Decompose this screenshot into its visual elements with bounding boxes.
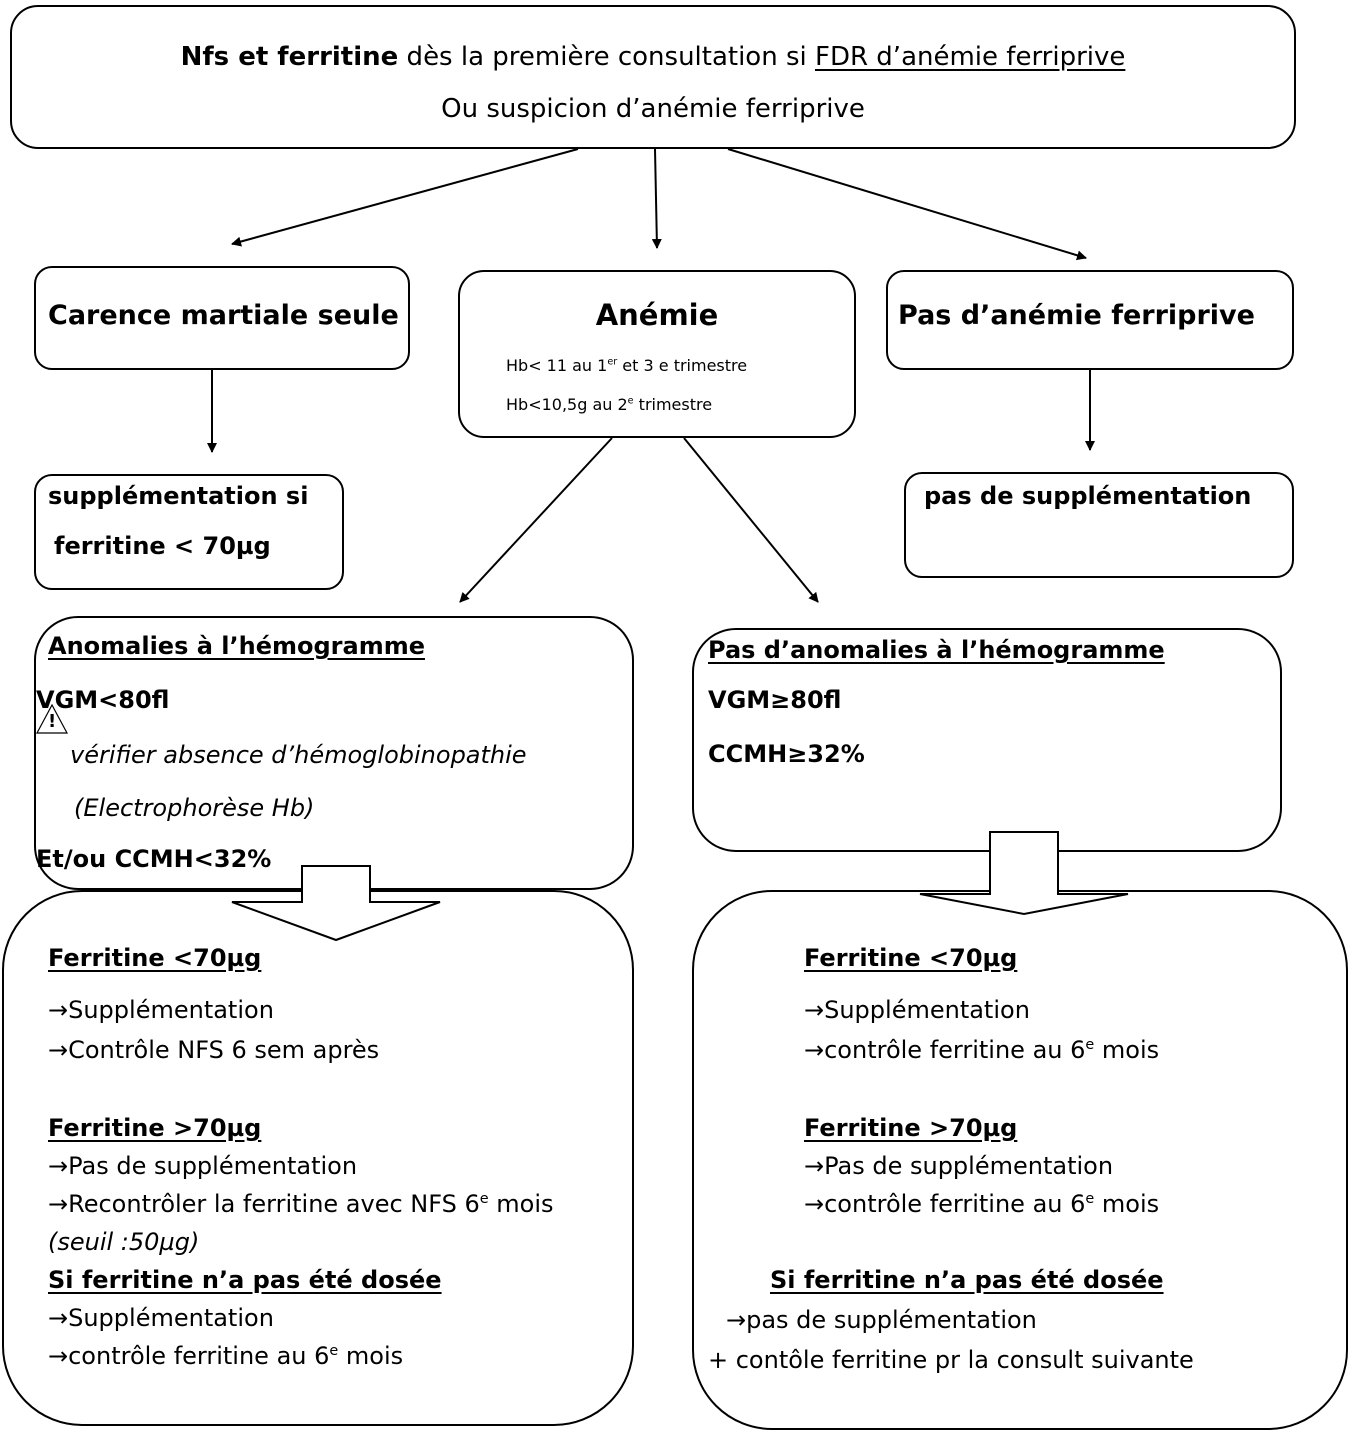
supplementation-line-1: supplémentation si [48,482,309,510]
arrow-to-pas-anemie [727,148,1087,261]
anemie-criterion-2: Hb<10,5g au 2e trimestre [506,395,713,414]
anomalies-ccmh: Et/ou CCMH<32% [36,845,272,873]
supplementation-box [34,474,344,590]
warning-icon [35,703,69,734]
right-b2: →contrôle ferritine au 6e mois [804,1190,1160,1218]
pas-supplementation-box [904,472,1294,578]
left-c1: →Supplémentation [48,1304,274,1332]
no-anomalies-vgm: VGM≥80fl [708,686,842,714]
right-a2: →contrôle ferritine au 6e mois [804,1036,1160,1064]
left-h3: Si ferritine n’a pas été dosée [48,1266,442,1294]
top-line-2: Ou suspicion d’anémie ferriprive [441,94,865,124]
anomalies-box [34,616,634,890]
no-anomalies-box [692,628,1282,852]
anemie-title: Anémie [595,298,719,332]
left-h1: Ferritine <70µg [48,944,262,972]
top-box [10,5,1296,149]
top-line-1: Nfs et ferritine dès la première consult… [180,42,1126,72]
anemie-criterion-1: Hb< 11 au 1er et 3 e trimestre [506,356,748,375]
right-c2: + contôle ferritine pr la consult suivan… [708,1346,1194,1374]
arrow-to-no-anomalies [683,437,819,603]
supplementation-line-2: ferritine < 70µg [54,532,271,560]
left-b2: →Recontrôler la ferritine avec NFS 6e mo… [48,1190,554,1218]
left-b3: (seuil :50µg) [48,1228,200,1256]
left-a1: →Supplémentation [48,996,274,1024]
right-h2: Ferritine >70µg [804,1114,1018,1142]
carence-title: Carence martiale seule [48,300,399,331]
anomalies-electrophorese: (Electrophorèse Hb) [74,794,315,822]
block-arrow-left [231,865,441,942]
left-h2: Ferritine >70µg [48,1114,262,1142]
left-a2: →Contrôle NFS 6 sem après [48,1036,380,1064]
carence-box [34,266,410,370]
pas-supplementation-text: pas de supplémentation [924,482,1252,510]
arrow-to-anomalies [459,437,613,603]
anomalies-title: Anomalies à l’hémogramme [48,632,425,660]
no-anomalies-ccmh: CCMH≥32% [708,740,865,768]
right-b1: →Pas de supplémentation [804,1152,1114,1180]
no-anomalies-title: Pas d’anomalies à l’hémogramme [708,636,1165,664]
right-h3: Si ferritine n’a pas été dosée [770,1266,1164,1294]
block-arrow-right [919,831,1129,916]
warning-glyph: ! [48,711,57,732]
arrow-to-carence [231,148,579,247]
left-b1: →Pas de supplémentation [48,1152,358,1180]
right-h1: Ferritine <70µg [804,944,1018,972]
pas-anemie-title: Pas d’anémie ferriprive [898,300,1255,331]
left-c2: →contrôle ferritine au 6e mois [48,1342,404,1370]
pas-anemie-box [886,270,1294,370]
right-a1: →Supplémentation [804,996,1030,1024]
arrow-to-anemie [651,148,662,249]
anomalies-warning: vérifier absence d’hémoglobinopathie [70,741,527,769]
right-c1: →pas de supplémentation [726,1306,1037,1334]
anemie-box [458,270,856,438]
right-bottom-box [692,890,1348,1430]
anomalies-vgm: VGM<80fl [36,686,170,714]
